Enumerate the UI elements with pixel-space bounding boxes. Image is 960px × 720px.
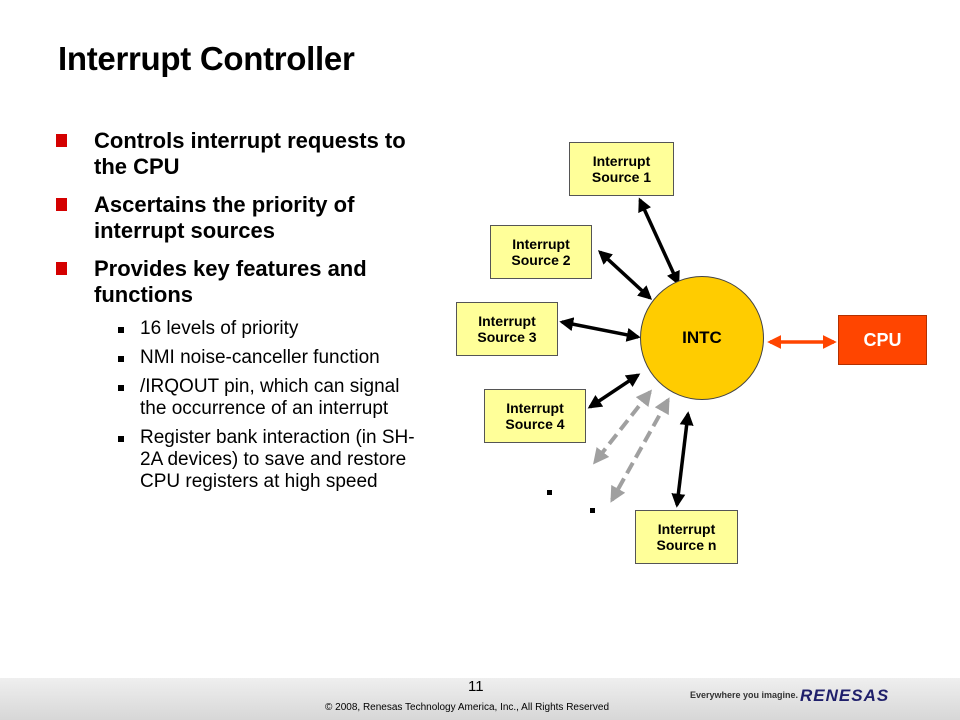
sub-bullet-text: 16 levels of priority	[140, 318, 299, 339]
arrow-source-4	[587, 373, 641, 409]
source-label: Interrupt	[592, 153, 651, 169]
source-label: Source 3	[477, 329, 537, 345]
source-label: Interrupt	[512, 236, 570, 252]
footer-bar	[0, 678, 960, 720]
square-bullet-icon	[56, 134, 67, 147]
copyright-text: © 2008, Renesas Technology America, Inc.…	[325, 702, 609, 713]
small-square-bullet-icon	[118, 385, 124, 391]
source-label: Source 4	[505, 416, 565, 432]
bullet-text: Controls interrupt requests to the CPU	[94, 128, 406, 179]
dashed-arrow-1	[593, 389, 652, 465]
source-label: Interrupt	[506, 400, 564, 416]
page-number: 11	[468, 678, 484, 695]
cpu-box: CPU	[838, 315, 927, 365]
bullet-item: Ascertains the priority of interrupt sou…	[50, 192, 420, 244]
intc-circle: INTC	[640, 276, 764, 400]
brand-tagline: Everywhere you imagine.	[690, 690, 799, 700]
dashed-arrow-2	[610, 397, 670, 503]
bullet-item: Controls interrupt requests to the CPU	[50, 128, 420, 180]
bullet-text: Ascertains the priority of interrupt sou…	[94, 192, 355, 243]
arrow-source-2	[597, 250, 653, 300]
source-label: Interrupt	[478, 313, 536, 329]
small-square-bullet-icon	[118, 436, 124, 442]
arrow-source-1	[638, 197, 680, 286]
intc-label: INTC	[682, 328, 722, 347]
bullet-item: Provides key features and functions	[50, 256, 420, 308]
slide-title: Interrupt Controller	[58, 40, 355, 77]
sub-bullet-text: /IRQOUT pin, which can signal the occurr…	[140, 376, 400, 419]
bullet-text: Provides key features and functions	[94, 256, 367, 307]
sub-bullet-list: 16 levels of priority NMI noise-cancelle…	[100, 318, 420, 493]
source-label: Interrupt	[657, 521, 716, 537]
source-label: Source 1	[591, 169, 652, 185]
sub-bullet-text: NMI noise-canceller function	[140, 347, 380, 368]
sub-bullet-item: NMI noise-canceller function	[100, 347, 420, 369]
small-square-bullet-icon	[118, 356, 124, 362]
source-label: Source n	[656, 537, 717, 553]
sub-bullet-item: Register bank interaction (in SH-2A devi…	[100, 427, 420, 493]
sub-bullet-text: Register bank interaction (in SH-2A devi…	[140, 427, 415, 492]
square-bullet-icon	[56, 198, 67, 211]
arrow-source-n	[671, 411, 694, 508]
ellipsis-dot	[590, 508, 595, 513]
square-bullet-icon	[56, 262, 67, 275]
arrow-source-3	[559, 317, 641, 342]
sub-bullet-item: /IRQOUT pin, which can signal the occurr…	[100, 376, 420, 420]
sub-bullet-item: 16 levels of priority	[100, 318, 420, 340]
small-square-bullet-icon	[118, 327, 124, 333]
bullet-list: Controls interrupt requests to the CPU A…	[50, 128, 420, 500]
cpu-label: CPU	[863, 329, 902, 350]
source-label: Source 2	[511, 252, 571, 268]
ellipsis-dot	[547, 490, 552, 495]
renesas-logo: RENESAS	[800, 686, 890, 705]
